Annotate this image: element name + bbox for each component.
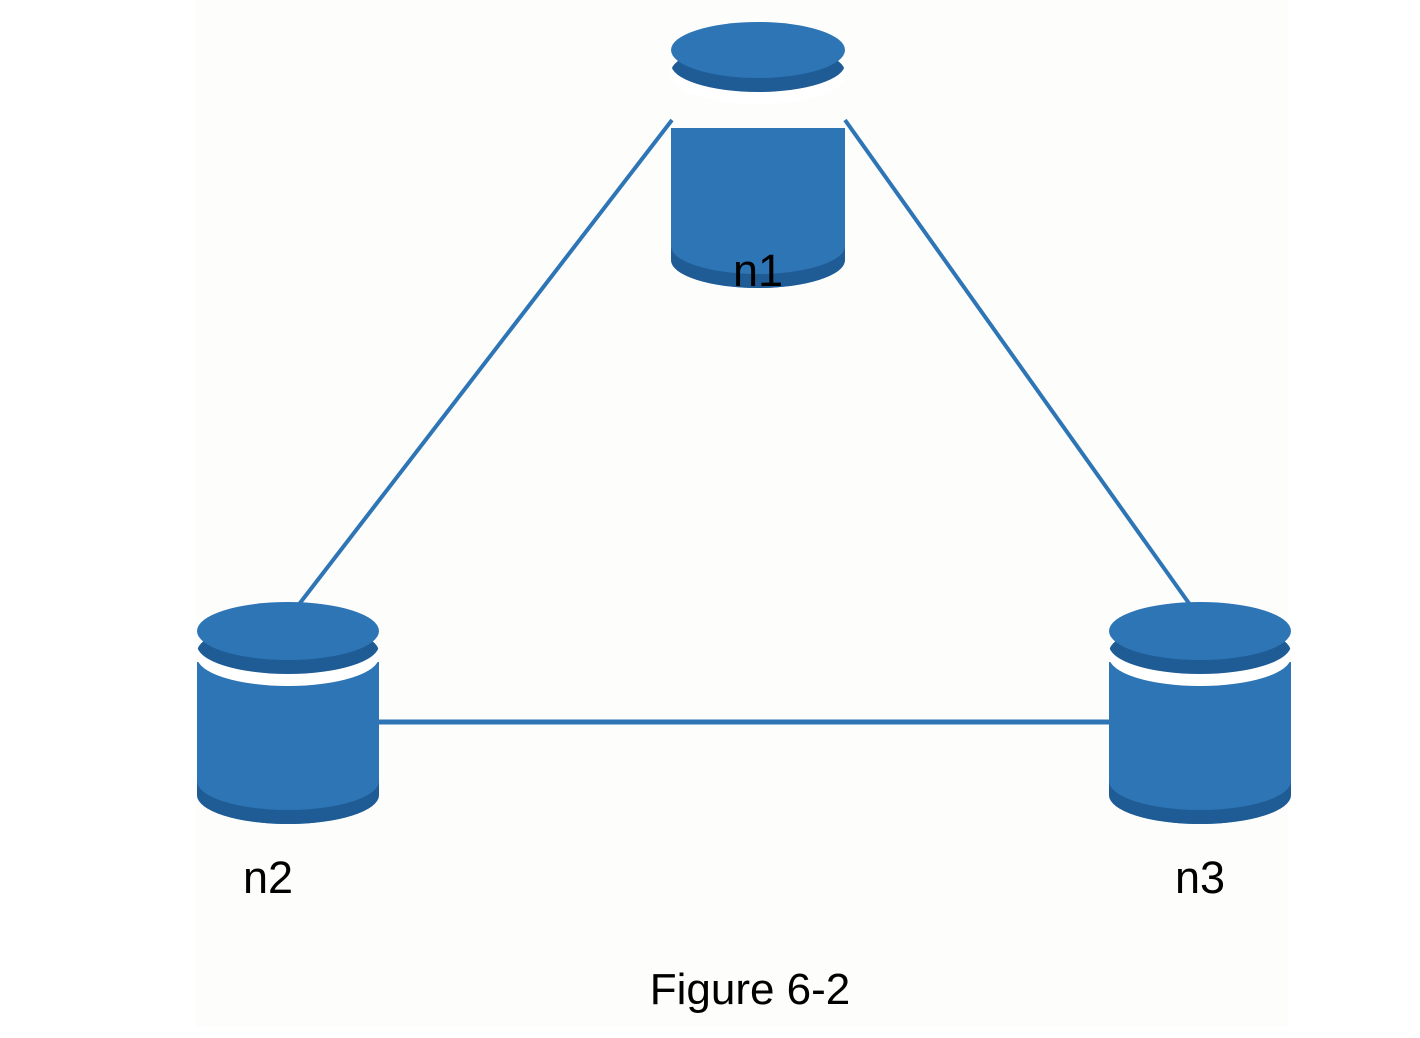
- cylinder-body: [197, 662, 379, 824]
- cylinder-top-disc: [197, 602, 379, 660]
- node-label-n2: n2: [242, 852, 294, 903]
- cylinder-bottom-arc: [671, 246, 845, 288]
- edge-n1-n3: [843, 118, 1200, 618]
- node-n1[interactable]: [671, 22, 845, 288]
- figure-caption: Figure 6-2: [649, 965, 851, 1014]
- cylinder-bottom-arc: [197, 781, 379, 824]
- cylinder-gap-band: [671, 64, 845, 104]
- cylinder-body: [1109, 662, 1291, 824]
- cylinder-top-disc: [1109, 602, 1291, 660]
- cylinder-gap-band: [1109, 645, 1291, 686]
- cylinder-bottom-arc: [1109, 781, 1291, 824]
- node-n3[interactable]: [1109, 602, 1291, 824]
- node-label-n1: n1: [732, 245, 784, 296]
- edge-n1-n2: [288, 118, 674, 618]
- node-label-n3: n3: [1174, 852, 1226, 903]
- cylinder-gap-band: [197, 645, 379, 686]
- cylinder-top-disc: [671, 22, 845, 78]
- node-n2[interactable]: [197, 602, 379, 824]
- edge-layer: [288, 118, 1200, 725]
- cylinder-body: [671, 128, 845, 288]
